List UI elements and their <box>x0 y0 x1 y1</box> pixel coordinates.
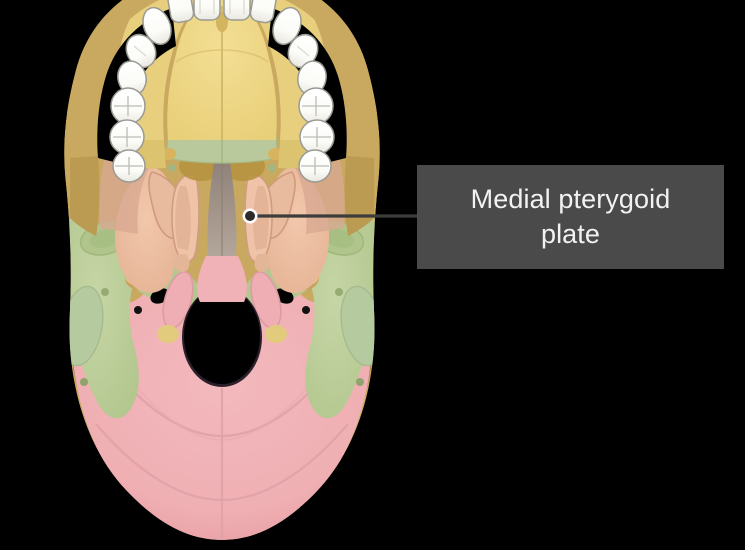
tooth-central-incisor-left <box>193 0 221 21</box>
hypoglossal-canal-right <box>265 325 287 343</box>
tooth-canine-left <box>142 6 172 46</box>
hypoglossal-canal-left <box>157 325 179 343</box>
mastoid-foramen-right <box>335 288 343 296</box>
palatine-arch-ridge <box>175 49 269 63</box>
dental-arch <box>109 0 335 183</box>
lesser-palatine-foramen-left <box>168 164 176 172</box>
callout-label-text: Medial pterygoid plate <box>470 184 671 249</box>
mandibular-fossa-inner-left <box>89 228 123 248</box>
pterygoid-fossa-right <box>253 186 269 250</box>
pterygoid-hamulus-left <box>174 254 190 272</box>
mastoid-process-left <box>64 285 104 367</box>
tooth-lateral-incisor-left <box>166 0 195 24</box>
stylomastoid-foramen-right <box>302 306 310 314</box>
maxilla-alveolar-arch <box>112 0 332 140</box>
tooth-lateral-incisor-right <box>249 0 278 24</box>
mastoid-notch-left <box>80 378 88 386</box>
molar-cusp-grooves <box>113 96 331 175</box>
mastoid-process-right <box>340 285 380 367</box>
mastoid-foramen-left <box>101 288 109 296</box>
greater-palatine-foramen-right <box>268 148 282 160</box>
skull-body <box>64 0 380 540</box>
pterygoid-hamulus-right <box>254 254 270 272</box>
mandibular-fossa-inner-right <box>321 228 355 248</box>
mastoid-notch-right <box>356 378 364 386</box>
greater-palatine-foramen-left <box>162 148 176 160</box>
stylomastoid-foramen-left <box>134 306 142 314</box>
nuchal-detail-left <box>131 381 223 441</box>
tooth-premolar1-left <box>125 33 157 69</box>
lesser-palatine-foramen-right <box>268 164 276 172</box>
nuchal-detail-right <box>221 381 313 441</box>
tooth-central-incisor-right <box>223 0 251 21</box>
basilar-part-occipital <box>197 256 247 302</box>
tooth-enamel-lines <box>133 0 310 57</box>
tooth-canine-right <box>272 6 302 46</box>
callout-label-box[interactable]: Medial pterygoid plate <box>417 165 724 269</box>
zygomatic-arch-left <box>66 0 190 156</box>
zygomatic-posterior-left <box>70 156 100 236</box>
foramen-magnum <box>184 288 260 384</box>
callout-marker-dot <box>245 211 255 221</box>
pterygoid-fossa-left <box>175 186 191 250</box>
zygomatic-arch-right <box>254 0 378 156</box>
